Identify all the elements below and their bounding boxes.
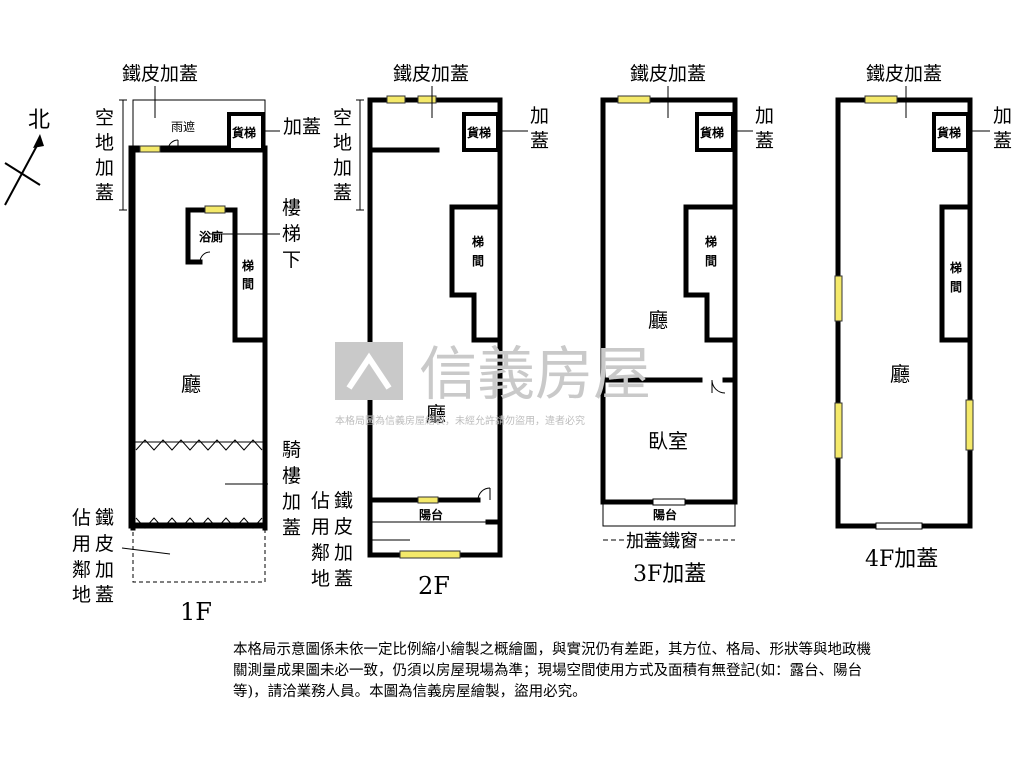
floor-1f: 鐵皮加蓋 雨遮 貨梯 加蓋 浴廁 梯 間 廳 空 地 加 蓋 樓 梯 下 騎 樓… [72, 63, 321, 626]
f2-addon-char: 加 [530, 105, 549, 127]
f1-occupy-char: 地 [72, 584, 91, 606]
f1-understairs-char: 樓 [282, 197, 301, 219]
f1-roof-label: 鐵皮加蓋 [122, 63, 198, 85]
f4-roof-label: 鐵皮加蓋 [866, 63, 942, 85]
floor-2f: 鐵皮加蓋 貨梯 加 蓋 梯 間 廳 陽台 空 地 加 蓋 佔 用 鄰 地 鐵 皮… [311, 63, 549, 600]
f3-roof-label: 鐵皮加蓋 [630, 63, 706, 85]
f1-stair-label-2: 間 [242, 277, 254, 291]
f1-yard-char: 蓋 [95, 182, 114, 204]
f1-occupy-char: 鐵 [95, 507, 114, 529]
f2-occupy-char: 皮 [334, 516, 353, 538]
floor-3f: 鐵皮加蓋 貨梯 加 蓋 梯 間 廳 臥室 陽台 加蓋鐵窗 3F加蓋 [600, 63, 774, 587]
f1-window [139, 145, 161, 153]
f1-occupy-char: 蓋 [95, 584, 114, 606]
f2-stair-char: 梯 [472, 234, 484, 249]
f4-hall-label: 廳 [890, 362, 910, 386]
f4-lift-label: 貨梯 [937, 125, 961, 140]
f3-stair-char: 梯 [705, 234, 717, 249]
f2-occupy-char: 用 [311, 516, 330, 538]
f2-lift-label: 貨梯 [467, 125, 491, 140]
f2-occupy-char: 蓋 [334, 568, 353, 590]
f3-balcony-label: 陽台 [653, 507, 677, 522]
f1-occupy-area [132, 527, 266, 583]
f3-title: 3F加蓋 [633, 562, 706, 587]
f1-understairs-char: 下 [282, 249, 301, 271]
f1-yard-char: 地 [95, 132, 114, 154]
f2-yard-char: 地 [333, 132, 352, 154]
f2-occupy-char: 佔 [311, 490, 330, 512]
f3-lift-label: 貨梯 [700, 125, 724, 140]
f3-stair-char: 間 [705, 254, 717, 268]
f4-addon-char: 蓋 [993, 130, 1012, 152]
f2-balcony-label: 陽台 [419, 507, 443, 522]
f2-title: 2F [418, 572, 450, 600]
f4-stair-char: 間 [950, 280, 962, 294]
f4-title: 4F加蓋 [865, 547, 938, 572]
f3-addon-char: 蓋 [755, 130, 774, 152]
f1-lift-label: 貨梯 [232, 125, 256, 140]
north-arrow: 北 [4, 108, 50, 206]
f1-canopy-label: 雨遮 [171, 119, 195, 134]
f1-arcade-char: 樓 [282, 465, 301, 487]
f2-occupy-char: 地 [311, 568, 330, 590]
f4-addon-char: 加 [993, 105, 1012, 127]
f1-understairs-char: 梯 [282, 223, 301, 245]
f1-occupy-char: 佔 [72, 507, 91, 529]
f1-occupy-char: 用 [72, 533, 91, 555]
f1-yard-char: 空 [95, 107, 114, 129]
f1-yard-char: 加 [95, 157, 114, 179]
f1-addon-label: 加蓋 [283, 116, 321, 138]
f1-arcade-char: 加 [282, 491, 301, 513]
f1-occupy-char: 鄰 [72, 559, 91, 581]
floor-4f: 鐵皮加蓋 貨梯 加 蓋 梯 間 廳 4F加蓋 [834, 63, 1012, 572]
f1-lift-room [227, 112, 265, 152]
f2-occupy-char: 鄰 [311, 542, 330, 564]
f3-hall-label: 廳 [648, 308, 668, 332]
f2-roof-label: 鐵皮加蓋 [393, 63, 469, 85]
f3-window-label: 加蓋鐵窗 [626, 531, 698, 552]
f1-arcade-char: 騎 [282, 439, 301, 461]
f1-occupy-char: 皮 [95, 533, 114, 555]
f2-addon-char: 蓋 [530, 130, 549, 152]
f2-hall-label: 廳 [426, 402, 446, 426]
f2-yard-char: 加 [333, 157, 352, 179]
f4-stair-char: 梯 [950, 260, 962, 275]
watermark: 信義房屋 本格局圖為信義房屋繪製，未經允許請勿盜用，違者必究 [335, 338, 705, 428]
f2-yard-char: 蓋 [333, 182, 352, 204]
f2-yard-char: 空 [333, 107, 352, 129]
watermark-notice: 本格局圖為信義房屋繪製，未經允許請勿盜用，違者必究 [335, 414, 585, 427]
f2-occupy-char: 鐵 [334, 490, 353, 512]
f3-bedroom-label: 臥室 [648, 429, 688, 453]
f2-stair-char: 間 [472, 254, 484, 268]
footnote: 本格局示意圖係未依一定比例縮小繪製之概繪圖，與實況仍有差距，其方位、格局、形狀等… [233, 642, 871, 700]
watermark-brand: 信義房屋 [419, 340, 651, 408]
f2-occupy-char: 加 [334, 542, 353, 564]
watermark-logo-icon [335, 342, 403, 400]
north-label: 北 [28, 108, 50, 133]
f3-addon-char: 加 [755, 105, 774, 127]
f1-arcade-char: 蓋 [282, 517, 301, 539]
f1-stair-label-1: 梯 [242, 258, 254, 273]
f1-hall-label: 廳 [181, 372, 201, 396]
f1-title: 1F [180, 598, 212, 626]
f1-bath-label: 浴廁 [199, 229, 223, 244]
f1-occupy-char: 加 [95, 559, 114, 581]
